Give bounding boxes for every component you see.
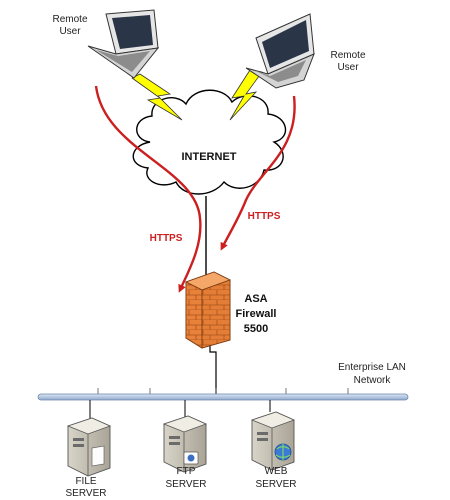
lan-label-line2: Network bbox=[354, 375, 392, 386]
lan-label-line1: Enterprise LAN bbox=[338, 362, 406, 373]
web-server-icon bbox=[250, 411, 296, 471]
right-https-label: HTTPS bbox=[248, 211, 281, 222]
left-laptop-icon bbox=[87, 9, 160, 79]
right-user-label-line1: Remote bbox=[330, 50, 365, 61]
right-laptop-icon bbox=[245, 13, 315, 89]
file-server-label-line1: FILE bbox=[75, 476, 96, 487]
ftp-server-label-line1: FTP bbox=[177, 466, 196, 477]
left-user-label-line2: User bbox=[59, 26, 81, 37]
left-https-label: HTTPS bbox=[150, 233, 183, 244]
firewall-label-line2: Firewall bbox=[236, 308, 277, 320]
left-user-label-line1: Remote bbox=[52, 14, 87, 25]
left-https-arrow bbox=[94, 85, 202, 293]
right-https-arrow bbox=[220, 95, 296, 251]
file-server-label-line2: SERVER bbox=[66, 488, 107, 499]
internet-cloud: INTERNET bbox=[132, 89, 286, 195]
web-server-label-line1: WEB bbox=[265, 466, 288, 477]
ftp-server-icon bbox=[162, 415, 208, 473]
web-server-label-line2: SERVER bbox=[256, 479, 297, 490]
firewall-icon bbox=[184, 271, 232, 349]
firewall-label-line1: ASA bbox=[244, 293, 267, 305]
lan-bus bbox=[37, 388, 409, 420]
firewall-label-line3: 5500 bbox=[244, 323, 268, 335]
internet-label: INTERNET bbox=[182, 151, 237, 163]
left-lightning-icon bbox=[131, 73, 183, 121]
file-server-icon bbox=[66, 417, 112, 477]
right-user-label-line2: User bbox=[337, 62, 359, 73]
ftp-server-label-line2: SERVER bbox=[166, 479, 207, 490]
